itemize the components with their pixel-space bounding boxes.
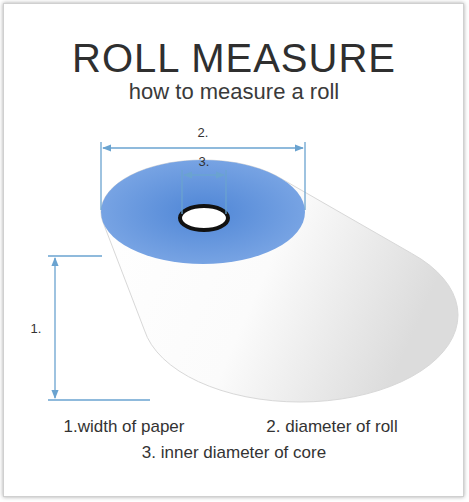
roll-top-face <box>101 160 305 264</box>
dimension-lines <box>48 142 305 400</box>
callout-number: 2. <box>198 125 209 140</box>
callout-number: 1. <box>31 321 42 336</box>
key-text: 2. diameter of roll <box>266 417 397 437</box>
subtitle: how to measure a roll <box>129 79 339 105</box>
roll-body <box>101 160 458 402</box>
callout-number: 3. <box>199 154 210 169</box>
key-text: 3. inner diameter of core <box>142 443 326 463</box>
key-text: 1.width of paper <box>64 417 185 437</box>
roll-core <box>180 206 228 230</box>
title: ROLL MEASURE <box>72 36 396 81</box>
